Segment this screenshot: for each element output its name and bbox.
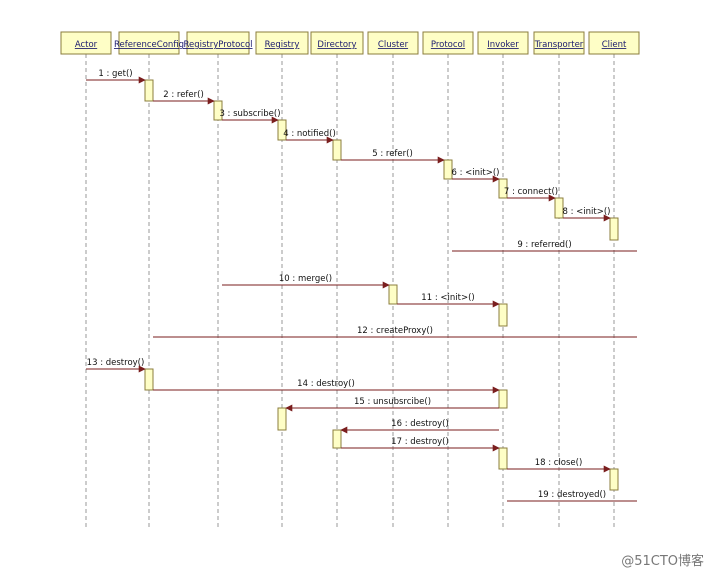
participant-box-cluster: [367, 31, 419, 55]
message-label-2: 2 : refer(): [163, 90, 204, 100]
participant-label-client: Client: [602, 40, 627, 50]
message-label-19: 19 : destroyed(): [538, 490, 606, 500]
participant-label-regprotocol: RegistryProtocol: [183, 40, 252, 50]
participant-label-refconfig: ReferenceConfig: [114, 40, 184, 50]
activation-bar-registry-2: [277, 119, 287, 141]
activation-bar-registry-12: [277, 407, 287, 431]
activation-bar-protocol-4: [443, 159, 453, 180]
message-label-13: 13 : destroy(): [87, 358, 145, 368]
participant-box-protocol: [422, 31, 474, 55]
participant-box-invoker: [477, 31, 529, 55]
activation-bar-transporter-6: [554, 197, 564, 219]
activation-bar-cluster-8: [388, 284, 398, 305]
message-label-18: 18 : close(): [535, 458, 583, 468]
participant-box-client: [588, 31, 640, 55]
message-label-8: 8 : <init>(): [563, 207, 611, 217]
participant-label-registry: Registry: [265, 40, 300, 50]
participant-box-registry: [255, 31, 309, 55]
watermark-text: @51CTO博客: [621, 554, 704, 569]
activation-bar-refconfig-0: [144, 79, 154, 102]
message-label-12: 12 : createProxy(): [357, 326, 433, 336]
message-label-7: 7 : connect(): [504, 187, 558, 197]
message-label-16: 16 : destroy(): [391, 419, 449, 429]
activation-bar-invoker-14: [498, 447, 508, 470]
activation-bar-client-7: [609, 217, 619, 241]
participant-box-refconfig: [118, 31, 180, 55]
message-label-17: 17 : destroy(): [391, 437, 449, 447]
message-label-5: 5 : refer(): [372, 149, 413, 159]
message-label-15: 15 : unsubsrcibe(): [354, 397, 431, 407]
activation-bar-refconfig-10: [144, 368, 154, 391]
message-label-6: 6 : <init>(): [452, 168, 500, 178]
participant-box-directory: [310, 31, 364, 55]
activation-bars: [144, 79, 619, 491]
participant-label-directory: Directory: [317, 40, 356, 50]
activation-bar-invoker-9: [498, 303, 508, 327]
messages: 1 : get() 2 : refer() 3 : subscribe()4 : n…: [86, 69, 637, 502]
lifelines: [85, 54, 615, 528]
activation-bar-invoker-5: [498, 178, 508, 199]
participant-label-protocol: Protocol: [431, 40, 465, 50]
activation-bar-directory-3: [332, 139, 342, 161]
activation-bar-regprotocol-1: [213, 100, 223, 121]
message-label-1: 1 : get(): [98, 69, 132, 79]
activation-bar-client-15: [609, 468, 619, 491]
participant-box-actor: [60, 31, 112, 55]
message-label-14: 14 : destroy(): [297, 379, 355, 389]
message-label-3: 3 : subscribe(): [219, 109, 280, 119]
participant-box-regprotocol: [186, 31, 250, 55]
participant-label-transporter: Transporter: [534, 40, 584, 50]
message-label-11: 11 : <init>(): [421, 293, 474, 303]
participant-label-actor: Actor: [75, 40, 98, 50]
activation-bar-directory-13: [332, 429, 342, 449]
message-label-4: 4 : notified(): [283, 129, 336, 139]
participant-label-cluster: Cluster: [378, 40, 409, 50]
message-label-9: 9 : referred(): [517, 240, 571, 250]
message-label-10: 10 : merge(): [279, 274, 332, 284]
activation-bar-invoker-11: [498, 389, 508, 409]
participant-label-invoker: Invoker: [487, 40, 519, 50]
participant-box-transporter: [533, 31, 585, 55]
